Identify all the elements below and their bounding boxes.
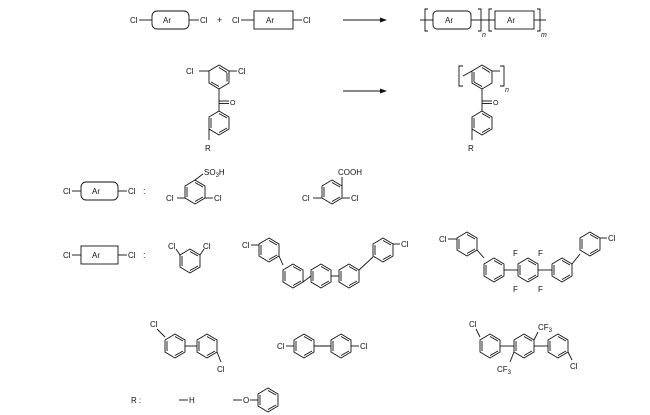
- cl-label: Cl: [401, 240, 409, 249]
- cl-label: Cl: [200, 16, 208, 25]
- cl-label: Cl: [217, 365, 225, 374]
- ar-label: Ar: [163, 16, 171, 25]
- ar-label: Ar: [266, 16, 274, 25]
- block-copolymer: Ar n Ar m: [420, 8, 547, 39]
- phenoxy-substituent: O: [233, 387, 279, 413]
- ar-square-definitions-2: Cl Cl Cl Cl: [150, 320, 578, 376]
- dichlorobenzoic-acid: COOH Cl Cl: [302, 168, 362, 205]
- ar-label: Ar: [92, 187, 100, 196]
- subscript-n: n: [482, 32, 486, 39]
- cl-label: Cl: [128, 187, 136, 196]
- subscript-m: m: [541, 32, 547, 39]
- cooh-label: COOH: [338, 168, 362, 177]
- dichlorobiphenyl-33: Cl Cl: [150, 320, 225, 374]
- subscript-n: n: [505, 87, 509, 94]
- cl-label: Cl: [128, 251, 136, 260]
- r-label: R: [205, 144, 211, 153]
- m-dichlorobenzene: Cl Cl: [168, 242, 211, 274]
- colon: :: [143, 250, 146, 260]
- cl-label: Cl: [203, 242, 211, 251]
- cl-label: Cl: [238, 67, 246, 76]
- fluorine-label: F: [513, 285, 518, 294]
- ar-label: Ar: [92, 251, 100, 260]
- cl-label: Cl: [302, 194, 310, 203]
- sulfonated-dichlorobenzene: SO3H Cl Cl: [166, 168, 225, 205]
- cl-label: Cl: [166, 194, 174, 203]
- carbonyl-oxygen: O: [493, 100, 499, 107]
- ar-label: Ar: [445, 16, 453, 25]
- cl-label: Cl: [214, 194, 222, 203]
- cl-label: Cl: [469, 320, 477, 329]
- reaction-arrow: [343, 17, 387, 23]
- r-definition-label: R :: [131, 396, 141, 405]
- cl-label: Cl: [130, 16, 138, 25]
- cf3-label: CF3: [538, 323, 553, 334]
- cl-label: Cl: [63, 251, 71, 260]
- polyphenylene-ketone-polymer: n O R: [458, 64, 509, 153]
- ar-label: Ar: [507, 16, 515, 25]
- cl-label: Cl: [63, 187, 71, 196]
- cf3-label: CF3: [497, 365, 512, 376]
- cl-label: Cl: [150, 320, 158, 329]
- hydrogen-substituent: H: [179, 396, 195, 405]
- cl-label: Cl: [186, 67, 194, 76]
- cl-label: Cl: [439, 235, 447, 244]
- dichloro-quaterphenyl: Cl Cl: [242, 237, 409, 289]
- colon: :: [143, 186, 146, 196]
- cl-label: Cl: [168, 242, 176, 251]
- cl-label: Cl: [277, 342, 285, 351]
- cl-label: Cl: [351, 194, 359, 203]
- carbonyl-oxygen: O: [230, 100, 236, 107]
- plus-sign: +: [217, 15, 222, 25]
- ar-square-definitions: Cl Ar Cl : Cl Cl Cl: [63, 231, 616, 294]
- so3h-label: SO3H: [204, 168, 225, 179]
- reaction-1: Cl Ar Cl + Cl Ar Cl Ar n Ar: [130, 8, 547, 39]
- r-label: R: [468, 144, 474, 153]
- ar-rounded-definitions: Cl Ar Cl : SO3H Cl Cl COOH: [63, 168, 362, 205]
- cl-label: Cl: [570, 362, 578, 371]
- reaction-arrow: [343, 88, 387, 94]
- reaction-2: Cl Cl O R: [186, 64, 509, 153]
- bis-trifluoromethyl-terphenyl: Cl CF3 CF3 Cl: [469, 320, 578, 376]
- fluorine-label: F: [538, 249, 543, 258]
- cl-label: Cl: [232, 16, 240, 25]
- dichlorobiphenyl-44: Cl Cl: [277, 333, 368, 359]
- r-definitions: R : H O: [131, 387, 279, 413]
- ether-oxygen: O: [243, 396, 249, 405]
- hydrogen-label: H: [189, 396, 195, 405]
- fluorine-label: F: [538, 285, 543, 294]
- dichlorobenzophenone-monomer: Cl Cl O R: [186, 64, 246, 153]
- tetrafluoro-terphenyl: Cl F F F F: [439, 231, 616, 294]
- cl-label: Cl: [303, 16, 311, 25]
- cl-label: Cl: [360, 342, 368, 351]
- fluorine-label: F: [513, 249, 518, 258]
- cl-label: Cl: [608, 234, 616, 243]
- cl-label: Cl: [242, 241, 250, 250]
